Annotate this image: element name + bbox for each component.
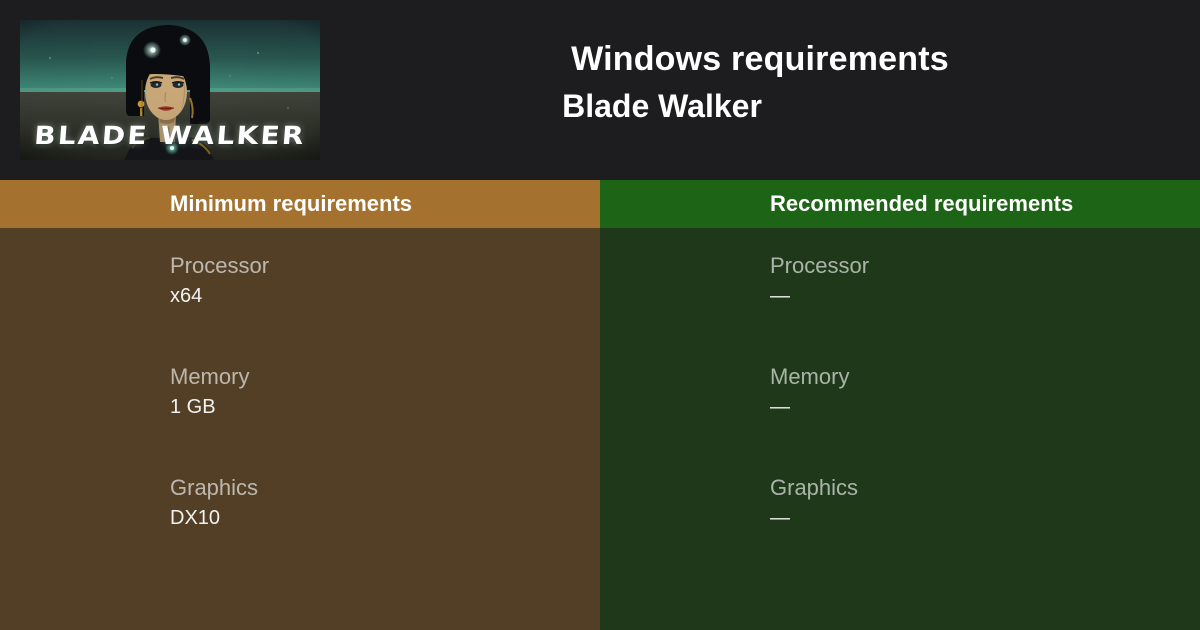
page-title: Windows requirements xyxy=(571,40,949,78)
minimum-requirements-header: Minimum requirements xyxy=(0,180,600,228)
requirements-column-recommended: Recommended requirements Processor — Mem… xyxy=(600,180,1200,630)
spec-value: — xyxy=(770,285,790,307)
spec-row-memory: Memory 1 GB xyxy=(170,362,580,422)
spec-row-graphics: Graphics — xyxy=(770,473,1180,533)
recommended-requirements-header: Recommended requirements xyxy=(600,180,1200,228)
spec-value: 1 GB xyxy=(170,396,216,418)
title-block: Windows requirements Blade Walker xyxy=(320,0,1200,180)
game-title: Blade Walker xyxy=(562,88,762,124)
spec-label: Memory xyxy=(170,364,250,389)
spec-label: Processor xyxy=(770,253,870,278)
header: BLADE WALKER Windows requirements Blade … xyxy=(0,0,1200,180)
spec-label: Processor xyxy=(170,253,270,278)
spec-value: DX10 xyxy=(170,507,221,529)
game-banner-art xyxy=(20,20,320,160)
banner-game-logo-text: BLADE WALKER xyxy=(33,121,307,150)
requirements-columns: Minimum requirements Processor x64 Memor… xyxy=(0,180,1200,630)
spec-value: x64 xyxy=(170,285,203,307)
spec-value: — xyxy=(770,396,790,418)
game-banner: BLADE WALKER xyxy=(20,20,320,160)
spec-label: Graphics xyxy=(170,475,259,500)
recommended-requirements-title: Recommended requirements xyxy=(770,191,1074,216)
spec-value: — xyxy=(770,507,790,529)
spec-row-processor: Processor x64 xyxy=(170,251,580,311)
recommended-requirements-body: Processor — Memory — Graphics — xyxy=(600,228,1200,630)
spec-row-graphics: Graphics DX10 xyxy=(170,473,580,533)
spec-row-memory: Memory — xyxy=(770,362,1180,422)
minimum-requirements-body: Processor x64 Memory 1 GB Graphics DX10 xyxy=(0,228,600,630)
requirements-column-minimum: Minimum requirements Processor x64 Memor… xyxy=(0,180,600,630)
minimum-requirements-title: Minimum requirements xyxy=(170,191,413,216)
spec-row-processor: Processor — xyxy=(770,251,1180,311)
spec-label: Graphics xyxy=(770,475,859,500)
spec-label: Memory xyxy=(770,364,850,389)
